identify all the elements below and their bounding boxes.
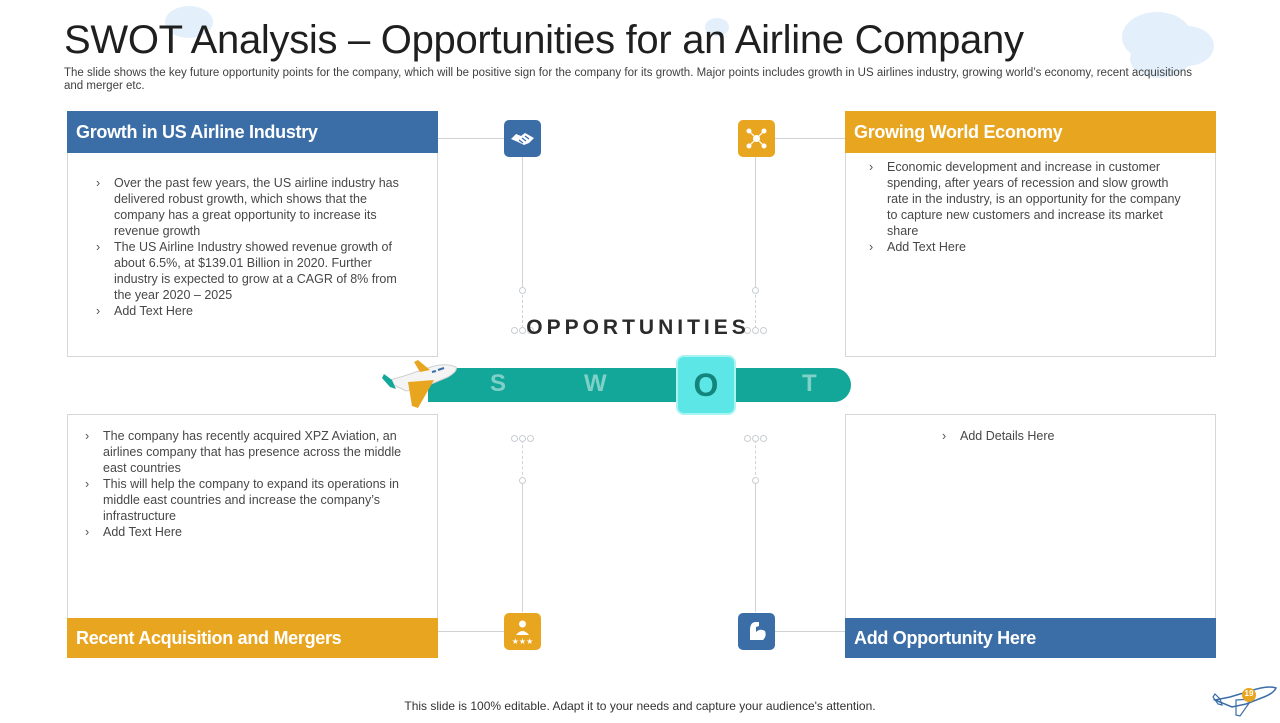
cloud-decoration bbox=[705, 18, 729, 36]
connector-line bbox=[755, 482, 756, 612]
connector-dot bbox=[760, 435, 767, 442]
connector-line bbox=[775, 631, 845, 632]
connector-line bbox=[522, 157, 523, 287]
swot-letter-s: S bbox=[490, 370, 507, 397]
connector-dot bbox=[527, 327, 534, 334]
quadrant-points: Over the past few years, the US airline … bbox=[96, 175, 414, 319]
quadrant-heading: Recent Acquisition and Mergers bbox=[67, 618, 438, 658]
connector-dashed bbox=[755, 440, 756, 480]
connector-dot bbox=[519, 477, 526, 484]
list-item: The company has recently acquired XPZ Av… bbox=[85, 428, 421, 476]
swot-letter-t: T bbox=[802, 370, 817, 397]
quadrant-points: The company has recently acquired XPZ Av… bbox=[85, 428, 421, 540]
swot-letter-w: W bbox=[584, 370, 607, 397]
connector-line bbox=[522, 482, 523, 612]
cloud-decoration bbox=[165, 6, 213, 38]
list-item: Economic development and increase in cus… bbox=[869, 159, 1189, 239]
connector-dot bbox=[752, 435, 759, 442]
connector-dot bbox=[760, 327, 767, 334]
slide-title: SWOT Analysis – Opportunities for an Air… bbox=[64, 18, 1024, 62]
list-item: Add Text Here bbox=[869, 239, 1189, 255]
page-number-plane-icon bbox=[1212, 682, 1278, 718]
list-item: Add Details Here bbox=[942, 428, 1182, 444]
connector-dot bbox=[519, 435, 526, 442]
slide-subtitle: The slide shows the key future opportuni… bbox=[64, 67, 1192, 92]
connector-line bbox=[775, 138, 845, 139]
cloud-decoration bbox=[1130, 40, 1190, 78]
connector-dashed bbox=[755, 290, 756, 328]
connector-dot bbox=[752, 287, 759, 294]
list-item: The US Airline Industry showed revenue g… bbox=[96, 239, 414, 303]
quadrant-heading: Growing World Economy bbox=[845, 111, 1216, 153]
connector-dot bbox=[527, 435, 534, 442]
connector-line bbox=[437, 138, 505, 139]
network-icon bbox=[738, 120, 775, 157]
list-item: Add Text Here bbox=[96, 303, 414, 319]
connector-line bbox=[437, 631, 505, 632]
footer-note: This slide is 100% editable. Adapt it to… bbox=[404, 699, 876, 713]
quadrant-heading: Growth in US Airline Industry bbox=[67, 111, 438, 153]
connector-dot bbox=[519, 327, 526, 334]
opportunities-label: OPPORTUNITIES bbox=[526, 316, 750, 339]
connector-dashed bbox=[522, 440, 523, 480]
svg-text:★★★: ★★★ bbox=[512, 637, 534, 646]
quadrant-points: Add Details Here bbox=[942, 428, 1182, 444]
swot-bar bbox=[428, 368, 851, 402]
connector-dot bbox=[744, 435, 751, 442]
connector-line bbox=[755, 157, 756, 287]
connector-dot bbox=[511, 327, 518, 334]
airplane-icon bbox=[378, 358, 462, 412]
connector-dot bbox=[752, 327, 759, 334]
list-item: Over the past few years, the US airline … bbox=[96, 175, 414, 239]
swot-letter-o-highlight: O bbox=[678, 357, 734, 413]
handshake-icon bbox=[504, 120, 541, 157]
connector-dot bbox=[511, 435, 518, 442]
quadrant-heading: Add Opportunity Here bbox=[845, 618, 1216, 658]
connector-dashed bbox=[522, 290, 523, 328]
muscle-arm-icon bbox=[738, 613, 775, 650]
page-number: 19 bbox=[1244, 689, 1254, 698]
list-item: This will help the company to expand its… bbox=[85, 476, 421, 524]
connector-dot bbox=[752, 477, 759, 484]
connector-dot bbox=[519, 287, 526, 294]
star-user-icon: ★★★ bbox=[504, 613, 541, 650]
list-item: Add Text Here bbox=[85, 524, 421, 540]
quadrant-points: Economic development and increase in cus… bbox=[869, 159, 1189, 255]
connector-dot bbox=[744, 327, 751, 334]
